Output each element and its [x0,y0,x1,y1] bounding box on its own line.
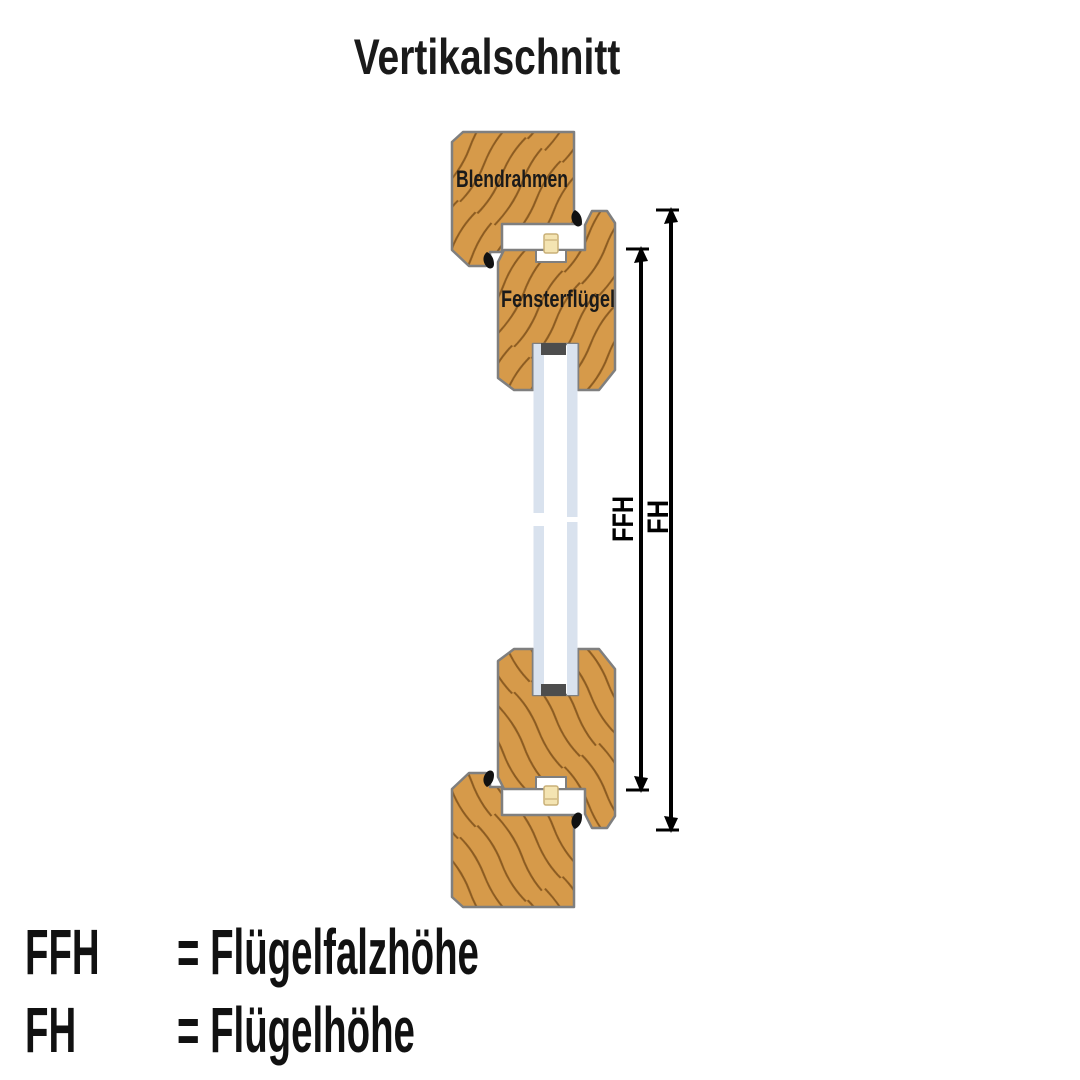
sash-profile [496,209,617,392]
frame-profile [450,130,583,268]
seal-lip [483,252,494,269]
gasket-seal [543,233,559,254]
sash-label: Fensterflügel [501,286,615,313]
fh-arrow-down [664,816,678,833]
page-title: Vertikalschnitt [353,29,621,85]
ffh-arrow-down [634,776,648,793]
legend-abbr: FFH [25,916,100,988]
frame-label: Blendrahmen [456,166,568,193]
dimension-ffh: FFH [607,246,649,793]
legend-item-ffh: FFH = Flügelfalzhöhe [25,920,1025,992]
dimension-fh: FH [642,207,679,833]
top-assembly [450,130,617,517]
fh-extension-ticks [656,208,679,832]
ffh-arrow-up [634,246,648,263]
legend-definition: = Flügelhöhe [177,994,415,1066]
fh-arrow-up [664,207,678,224]
glazing-block [541,343,566,355]
ffh-extension-ticks [626,247,649,792]
legend-abbr: FH [25,994,77,1066]
fh-label: FH [642,500,675,534]
legend-definition: = Flügelfalzhöhe [177,916,479,988]
glass-pane-inner [567,344,578,517]
ffh-label: FFH [607,496,640,542]
glass-pane-outer [533,344,544,513]
legend-item-fh: FH = Flügelhöhe [25,998,1025,1070]
bottom-assembly [450,520,617,909]
seal-lip [571,210,582,227]
